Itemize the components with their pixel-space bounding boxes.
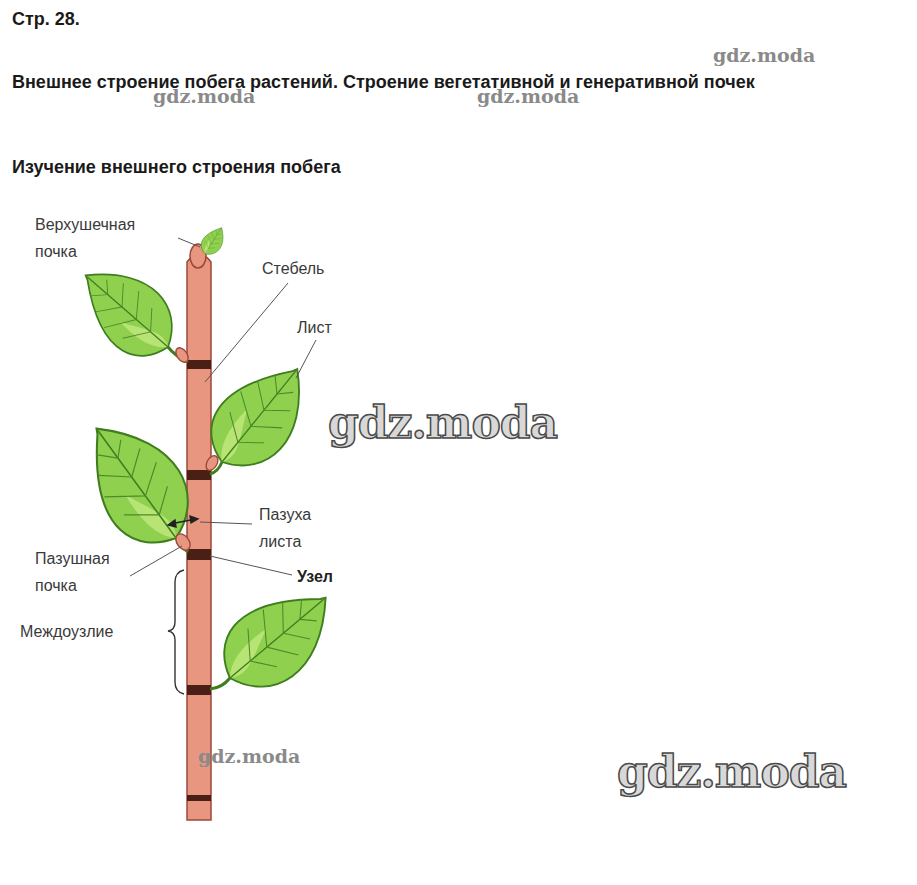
page-title: Внешнее строение побега растений. Строен… — [12, 63, 907, 101]
part-label: Стебель — [262, 255, 324, 282]
watermark: gdz.moda — [153, 85, 255, 107]
leader-lines — [130, 238, 316, 576]
part-label: Верхушечная почка — [35, 211, 175, 265]
watermark: gdz.moda — [617, 746, 846, 797]
watermark: gdz.moda — [328, 397, 557, 448]
section-heading: Изучение внешнего строения побега — [12, 157, 341, 178]
leaf — [63, 404, 210, 562]
part-label: Узел — [297, 563, 333, 590]
part-label: Пазушная почка — [35, 545, 147, 599]
stem — [187, 254, 211, 820]
young-leaf — [197, 223, 230, 260]
part-label: Пазуха листа — [259, 501, 341, 555]
leaf — [64, 250, 191, 372]
part-label: Лист — [297, 314, 332, 341]
axil-arrow — [168, 516, 198, 527]
watermark: gdz.moda — [713, 44, 815, 66]
watermark: gdz.moda — [198, 745, 300, 767]
leaf — [206, 569, 351, 708]
internode-bracket — [168, 570, 184, 694]
stem-nodes — [187, 360, 211, 801]
leaf — [194, 346, 326, 485]
part-label: Междоузлие — [20, 618, 113, 645]
watermark: gdz.moda — [477, 85, 579, 107]
page-number: Стр. 28. — [12, 9, 80, 30]
